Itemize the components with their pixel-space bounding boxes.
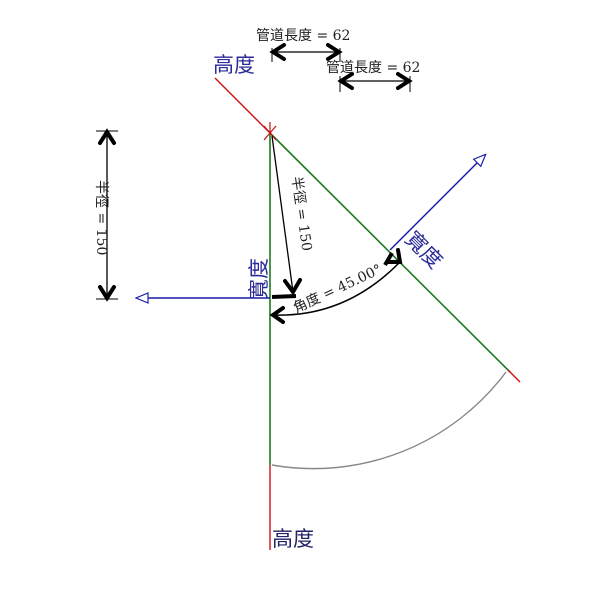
pipe-outer-arc[interactable] — [271, 371, 507, 470]
radius-label-center[interactable]: 半徑 = 150 — [288, 175, 314, 252]
pipe-length-dimension-2[interactable] — [337, 72, 413, 92]
pipe-length-label-2[interactable]: 管道長度 = 62 — [326, 60, 420, 76]
radius-label-left[interactable]: 半徑 = 150 — [93, 180, 109, 255]
width-label-left[interactable]: 寬度 — [247, 258, 271, 300]
angle-label[interactable]: 角度 = 45.00° — [291, 262, 385, 317]
pipe-length-dimension-1[interactable] — [269, 43, 343, 62]
width-arrow-diagonal[interactable] — [389, 155, 485, 251]
angle-dimension[interactable] — [269, 248, 403, 324]
radius-dimension-left[interactable] — [96, 128, 118, 302]
radius-dimension-center[interactable] — [271, 135, 302, 296]
height-line-top[interactable] — [214, 77, 271, 134]
apex-cross-icon — [263, 122, 277, 141]
pipe-length-label-1[interactable]: 管道長度 = 62 — [256, 28, 350, 44]
height-label-bottom[interactable]: 高度 — [272, 527, 314, 551]
diagonal-end-tick — [507, 369, 521, 383]
height-label-top[interactable]: 高度 — [213, 53, 255, 77]
